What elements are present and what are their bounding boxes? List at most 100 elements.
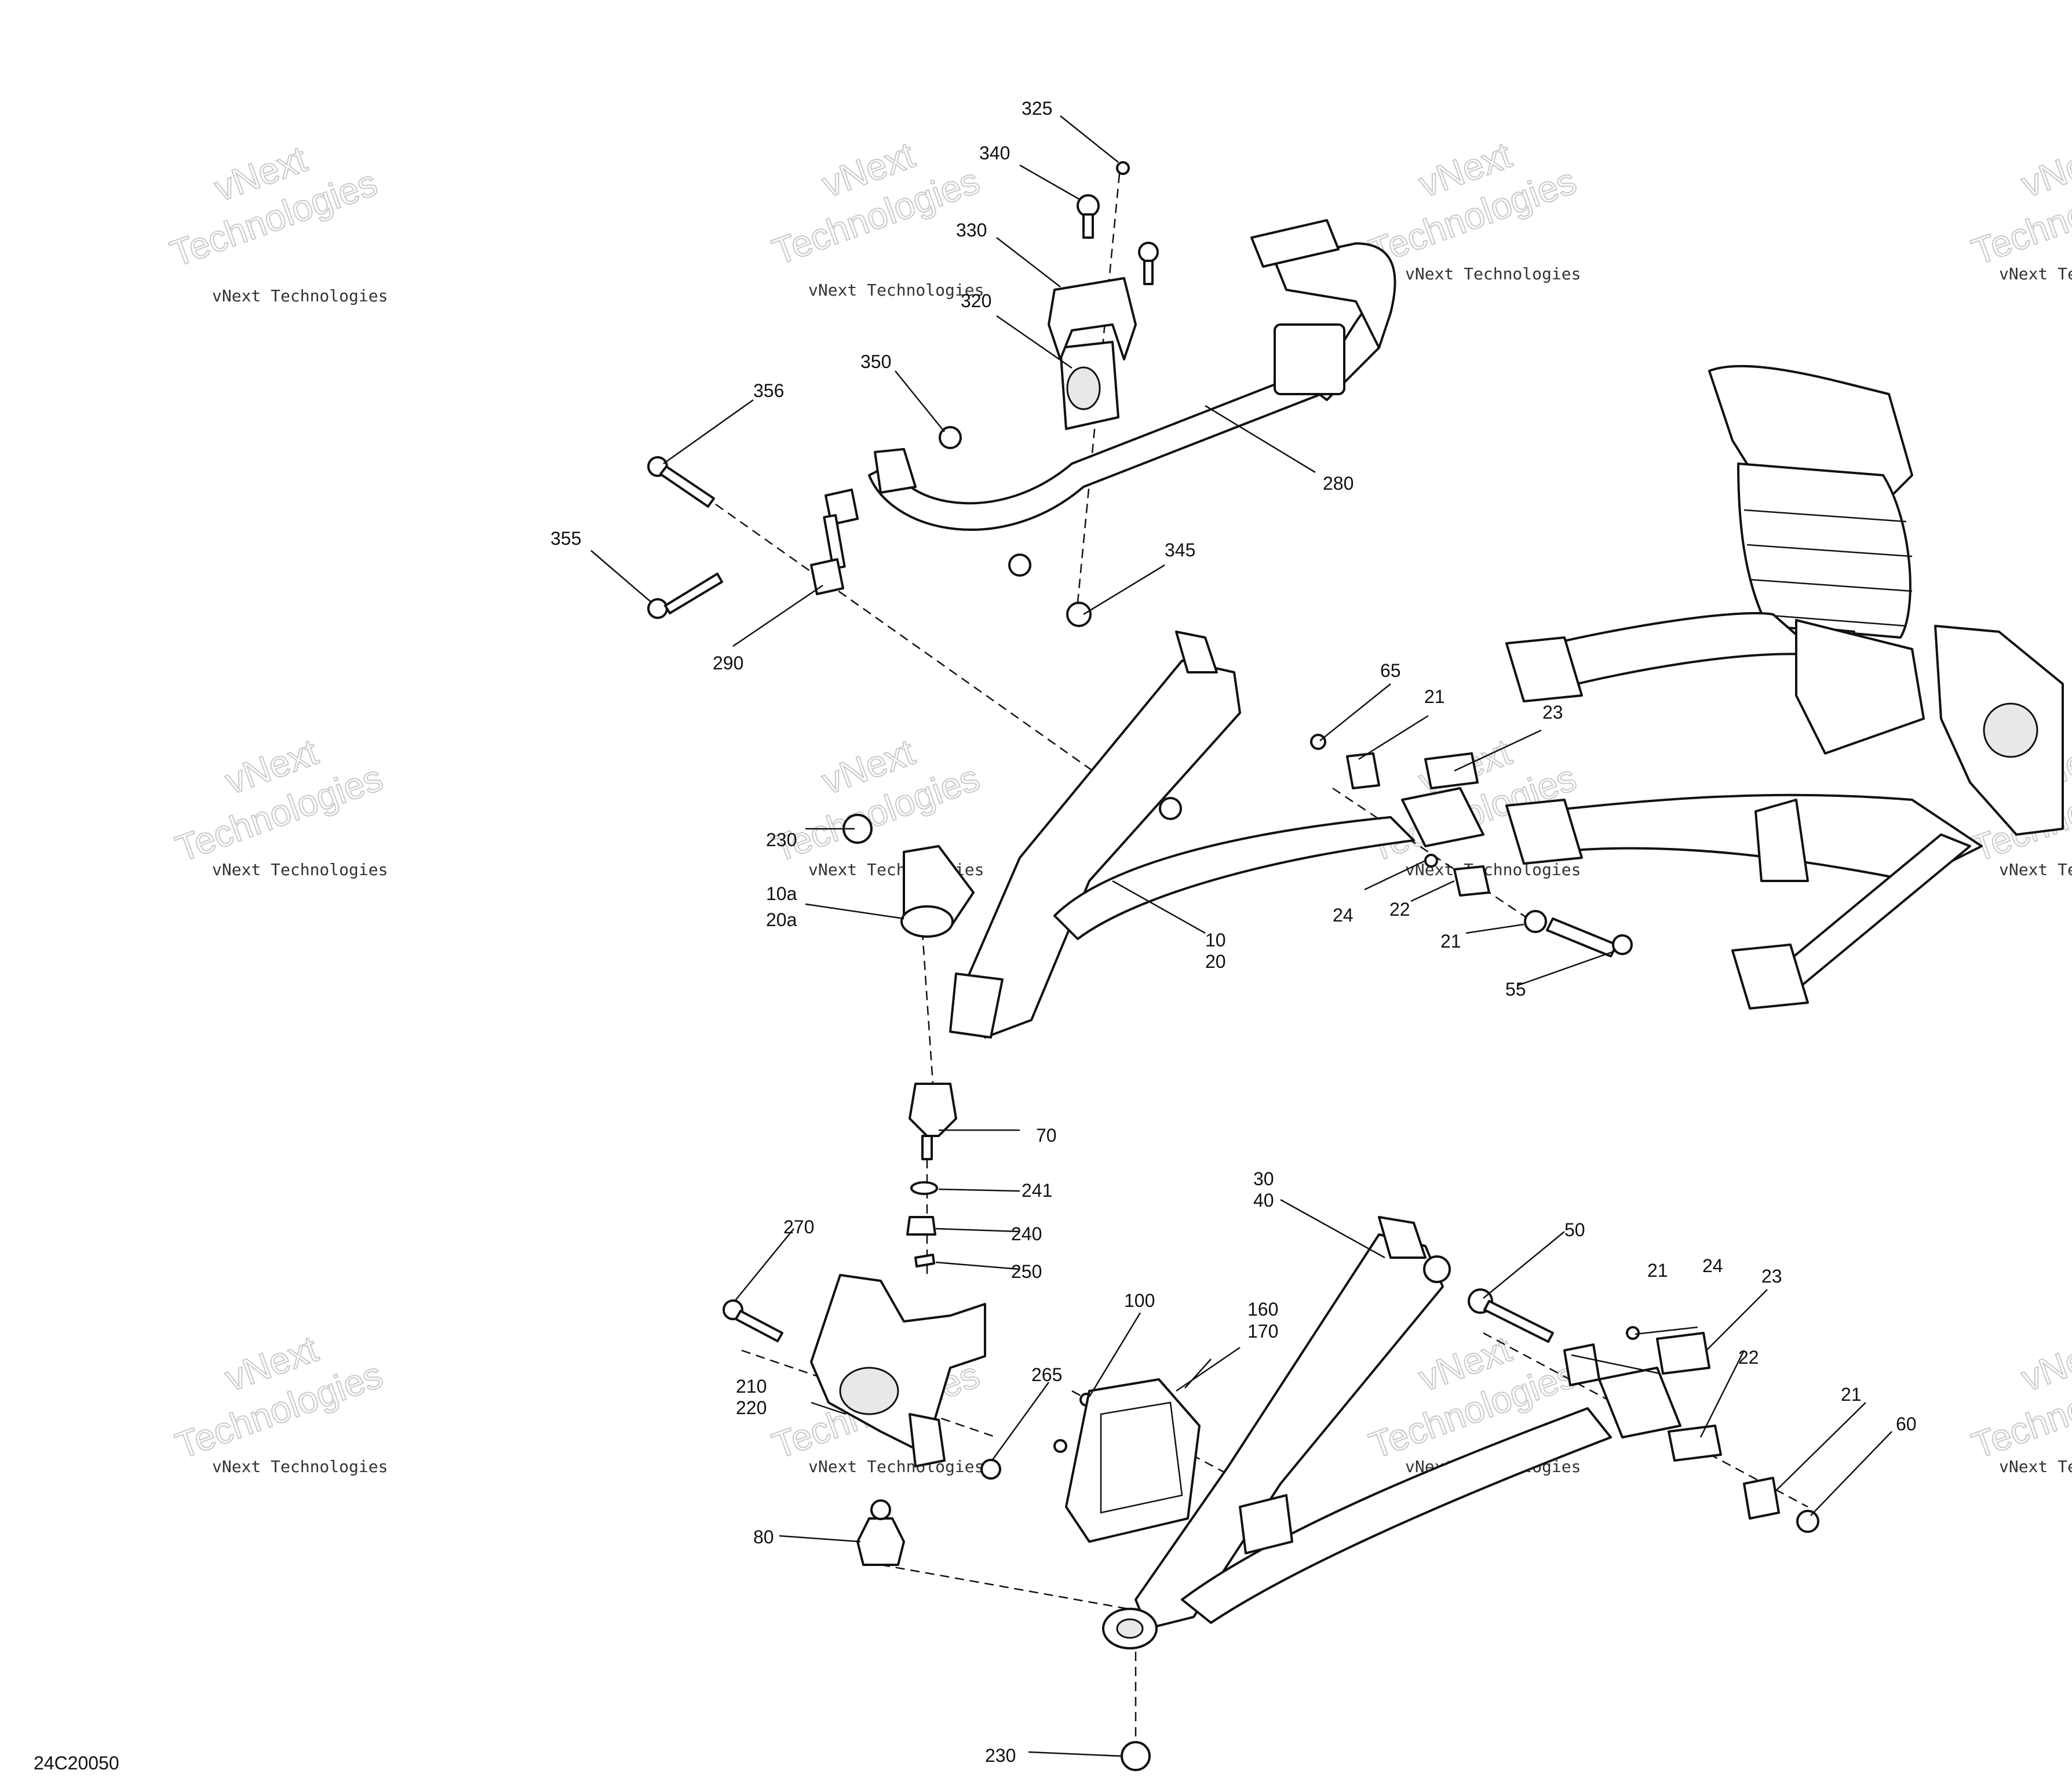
callout-22-a: 22 xyxy=(1389,899,1410,920)
watermark-tile: Technologies vNext xyxy=(164,137,383,275)
callout-10a: 10a xyxy=(766,883,797,904)
callout-240: 240 xyxy=(1011,1223,1042,1244)
bolt-65 xyxy=(1310,734,1326,750)
spring-coils xyxy=(1743,509,1913,627)
nut-265 xyxy=(980,1459,1001,1480)
callout-30: 30 xyxy=(1253,1168,1274,1189)
washer-21-upper xyxy=(1524,910,1547,933)
circlip-230-lower xyxy=(1121,1741,1151,1771)
bar-right-clamp xyxy=(1274,323,1345,395)
upper-arm-front-pivot xyxy=(1175,631,1218,673)
callout-220: 220 xyxy=(736,1397,767,1418)
bushing-21-upper xyxy=(1346,752,1380,789)
right-lower-arm-pivot xyxy=(1505,799,1583,865)
callout-21-b: 21 xyxy=(1440,931,1461,952)
nut-345 xyxy=(1066,602,1092,627)
right-lower-arm-rear-pivot xyxy=(1731,944,1809,1010)
callout-350: 350 xyxy=(860,351,891,372)
callout-21-c: 21 xyxy=(1647,1260,1668,1281)
callout-250: 250 xyxy=(1011,1261,1042,1282)
watermark-tile: Technologies vNext xyxy=(170,730,389,871)
right-lower-arm-clamp xyxy=(1754,799,1809,882)
callout-320: 320 xyxy=(961,290,991,311)
lower-arm-rear-pivot xyxy=(1598,1367,1681,1438)
callout-170: 170 xyxy=(1247,1321,1278,1342)
watermark-text: vNext Technologies xyxy=(1405,264,1581,283)
bolt-50-shank xyxy=(1483,1300,1554,1343)
steering-knuckle-assembly xyxy=(723,814,1001,1566)
callout-355: 355 xyxy=(550,528,581,549)
fitting-24-upper xyxy=(1424,854,1438,868)
watermark-tile: Technologies vNext xyxy=(1966,133,2072,274)
ball-joint-80-stud xyxy=(870,1499,891,1520)
callout-40: 40 xyxy=(1253,1190,1274,1211)
lower-arm-front-pivot xyxy=(1378,1216,1427,1259)
callout-23-a: 23 xyxy=(1542,702,1563,723)
bolt-55-head xyxy=(1612,934,1633,955)
lower-arm-hardware xyxy=(1053,1288,1819,1771)
lower-arm-balljoint-bore xyxy=(1116,1618,1144,1639)
fitting-24-lower xyxy=(1626,1326,1640,1340)
lower-arm-rear-tube xyxy=(1181,1407,1612,1624)
bracket-23-lower xyxy=(1656,1332,1710,1375)
callout-265: 265 xyxy=(1031,1364,1062,1385)
upper-arm-balljoint-seat xyxy=(949,973,1004,1039)
washer-241 xyxy=(910,1181,938,1195)
bolt-356-shank xyxy=(659,465,715,508)
callout-labels: 325 340 330 320 350 356 280 355 345 290 … xyxy=(550,98,1917,1766)
balljoint-axis-upper xyxy=(920,915,934,1084)
anti-roll-bar xyxy=(868,370,1322,531)
bolt-355-shank xyxy=(664,573,723,614)
callout-55: 55 xyxy=(1505,979,1526,1000)
callout-21-a: 21 xyxy=(1424,686,1445,707)
callout-70: 70 xyxy=(1036,1125,1057,1146)
knuckle-lower-lug xyxy=(909,1413,946,1467)
ball-joint-80 xyxy=(856,1517,905,1566)
washer-350 xyxy=(939,426,962,449)
callout-20a: 20a xyxy=(766,909,797,930)
upper-arm-rear-tube xyxy=(1053,816,1415,940)
callout-270: 270 xyxy=(783,1217,814,1237)
nut-60 xyxy=(1796,1510,1819,1533)
link-lower-eye xyxy=(810,558,844,595)
watermark-text: vNext Technologies xyxy=(1999,1457,2072,1476)
upper-a-arm xyxy=(949,631,1484,1039)
anti-roll-bar-assembly xyxy=(647,161,1396,627)
callout-325: 325 xyxy=(1022,98,1052,119)
anti-roll-bar-arm xyxy=(1274,242,1396,349)
upper-arm-front-tube xyxy=(961,660,1241,1039)
ball-joint-70-stud xyxy=(921,1135,933,1160)
bolt-270-shank xyxy=(735,1310,783,1342)
right-arm-assembly xyxy=(1505,612,2064,1010)
callout-230-b: 230 xyxy=(985,1745,1016,1766)
right-arm-bracket xyxy=(1795,619,1925,755)
nut-100-b xyxy=(1053,1439,1067,1453)
bar-upper-bracket xyxy=(1250,219,1340,268)
bolt-extra-shank xyxy=(1143,260,1154,285)
bushing-21-lower-a xyxy=(1563,1343,1600,1386)
bushing-clamp xyxy=(1048,277,1137,360)
leader-lines xyxy=(590,115,1892,1757)
callout-23-b: 23 xyxy=(1761,1266,1782,1287)
watermark-text: vNext Technologies xyxy=(808,281,984,300)
right-upper-arm-pivot xyxy=(1505,636,1583,702)
lower-arm-front-nut xyxy=(1423,1255,1451,1283)
callout-21-d: 21 xyxy=(1841,1384,1862,1405)
watermark-text: vNext Technologies xyxy=(212,860,388,879)
watermark-tile: Technologies vNext xyxy=(1363,133,1582,274)
callout-100: 100 xyxy=(1124,1290,1155,1311)
bushing-21-lower-b xyxy=(1743,1477,1780,1520)
callout-280: 280 xyxy=(1323,473,1354,494)
callout-24-b: 24 xyxy=(1702,1255,1723,1276)
skid-plate-inner xyxy=(1100,1401,1183,1514)
callout-50: 50 xyxy=(1564,1219,1585,1240)
callout-241: 241 xyxy=(1022,1180,1052,1201)
callout-160: 160 xyxy=(1247,1299,1278,1320)
watermark-big-top: vNext xyxy=(2016,134,2072,206)
callout-230-a: 230 xyxy=(766,829,797,850)
sleeve-22-upper xyxy=(1453,865,1490,897)
balljoint-socket xyxy=(900,905,954,938)
watermark-text: vNext Technologies xyxy=(1999,860,2072,879)
watermark-tile: Technologies vNext xyxy=(1966,1327,2072,1467)
callout-345: 345 xyxy=(1165,540,1195,560)
